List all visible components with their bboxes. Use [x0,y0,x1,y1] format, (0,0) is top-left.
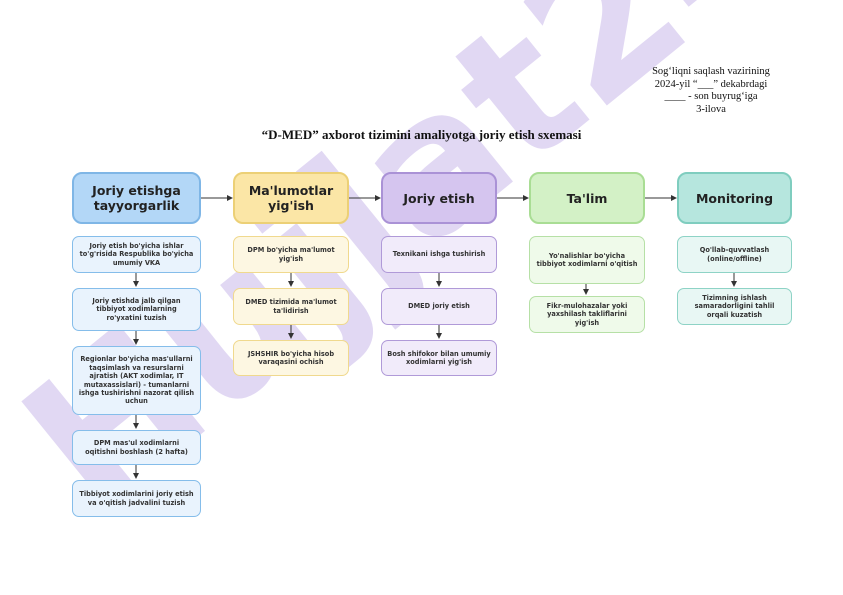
stage-4-step-2: Fikr-mulohazalar yoki yaxshilash taklifl… [529,296,645,333]
decree-line-3: ____ - son buyrug‘iga [664,91,758,102]
stage-5-header: Monitoring [677,172,792,224]
stage-2-step-1: DPM bo'yicha ma'lumot yig'ish [233,236,349,273]
decree-reference: Sog‘liqni saqlash vazirining 2024-yil “_… [636,66,786,116]
stage-1-header: Joriy etishga tayyorgarlik [72,172,201,224]
decree-line-4: 3-ilova [696,103,726,115]
stage-2-header: Ma'lumotlar yig'ish [233,172,349,224]
stage-3-header: Joriy etish [381,172,497,224]
stage-1-step-5: Tibbiyot xodimlarini joriy etish va o'qi… [72,480,201,517]
stage-1-step-3: Regionlar bo'yicha mas'ullarni taqsimlas… [72,346,201,415]
stage-3-step-3: Bosh shifokor bilan umumiy xodimlarni yi… [381,340,497,376]
stage-5-step-1: Qo'llab-quvvatlash (online/offline) [677,236,792,273]
stage-5-step-2: Tizimning ishlash samaradorligini tahlil… [677,288,792,325]
document-title: “D-MED” axborot tizimini amaliyotga jori… [261,127,582,142]
decree-line-2: 2024-yil “___” dekabrdagi [654,78,768,90]
stage-4-header: Ta'lim [529,172,645,224]
stage-1-step-4: DPM mas'ul xodimlarni oqitishni boshlash… [72,430,201,465]
stage-1-step-1: Joriy etish bo'yicha ishlar to'g'risida … [72,236,201,273]
stage-1-step-2: Joriy etishda jalb qilgan tibbiyot xodim… [72,288,201,331]
stage-3-step-2: DMED joriy etish [381,288,497,325]
stage-3-step-1: Texnikani ishga tushirish [381,236,497,273]
stage-2-step-2: DMED tizimida ma'lumot ta'lidirish [233,288,349,325]
stage-4-step-1: Yo'nalishlar bo'yicha tibbiyot xodimlarn… [529,236,645,284]
stage-2-step-3: JSHSHIR bo'yicha hisob varaqasini ochish [233,340,349,376]
decree-line-1: Sog‘liqni saqlash vazirining [652,66,770,77]
